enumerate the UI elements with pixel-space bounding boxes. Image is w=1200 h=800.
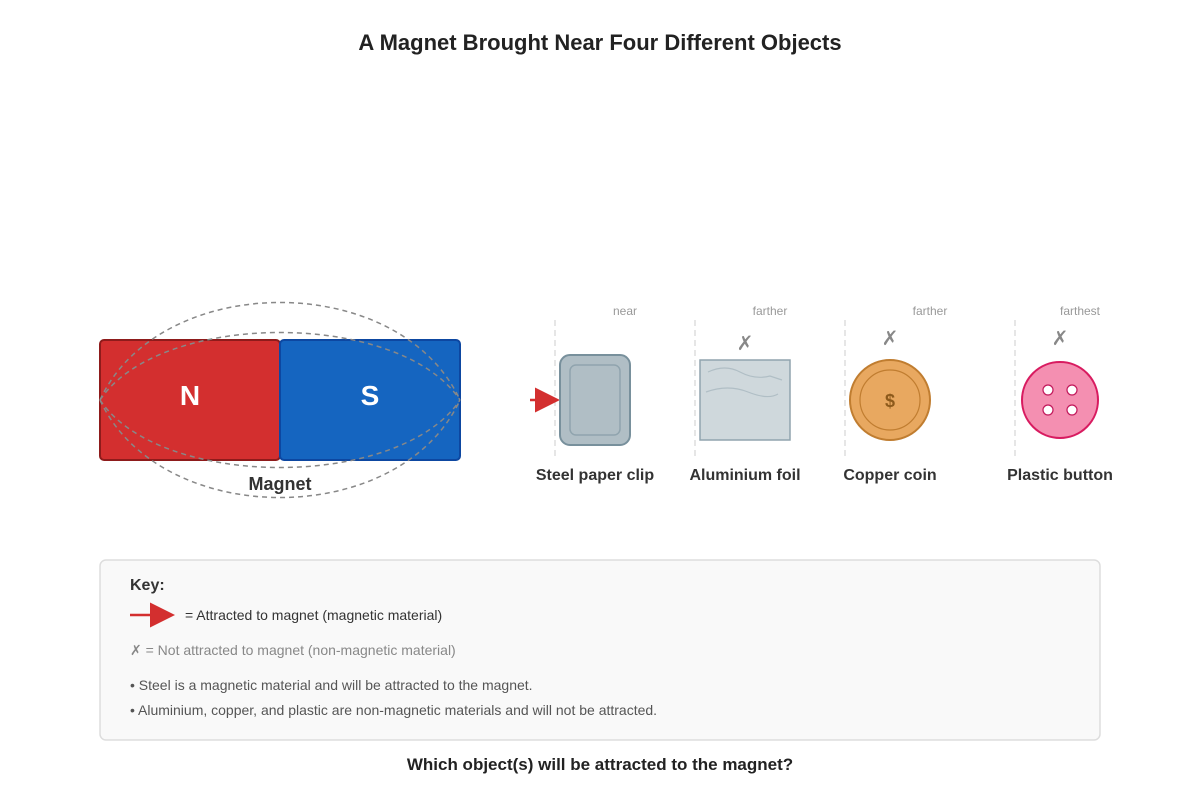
object-copper-coin: farther ✗ $ Copper coin (843, 304, 947, 484)
key-note: • Steel is a magnetic material and will … (130, 677, 533, 693)
distance-label: farther (753, 304, 788, 318)
button-icon (1021, 361, 1099, 439)
object-label: Copper coin (843, 467, 936, 484)
object-steel-paper-clip: near Steel paper clip (530, 304, 654, 484)
foil-icon (699, 359, 791, 441)
question-text: Which object(s) will be attracted to the… (407, 755, 793, 774)
object-label: Steel paper clip (536, 467, 654, 484)
distance-label: farthest (1060, 304, 1101, 318)
paper-clip-icon (559, 354, 631, 446)
key-not-attracted-text: ✗ = Not attracted to magnet (non-magneti… (130, 642, 456, 658)
diagram-title: A Magnet Brought Near Four Different Obj… (358, 30, 841, 55)
object-plastic-button: farthest ✗ Plastic button (1007, 304, 1113, 484)
key-attracted-text: = Attracted to magnet (magnetic material… (185, 607, 442, 623)
south-pole-label: S (361, 380, 380, 411)
key-title: Key: (130, 577, 165, 594)
distance-label: near (613, 304, 637, 318)
coin-symbol: $ (885, 391, 895, 411)
north-pole-label: N (180, 380, 200, 411)
not-attracted-mark: ✗ (737, 333, 754, 355)
magnet: N S Magnet (99, 301, 461, 499)
object-label: Aluminium foil (689, 467, 800, 484)
object-aluminium-foil: farther ✗ Aluminium foil (689, 304, 800, 484)
key-note: • Aluminium, copper, and plastic are non… (130, 702, 657, 718)
coin-icon: $ (849, 359, 931, 441)
magnet-label: Magnet (249, 474, 312, 494)
not-attracted-mark: ✗ (882, 328, 899, 350)
distance-label: farther (913, 304, 948, 318)
not-attracted-mark: ✗ (1052, 328, 1069, 350)
magnetic-field-lines (99, 301, 461, 499)
key-box: Key: = Attracted to magnet (magnetic mat… (99, 559, 1101, 741)
object-label: Plastic button (1007, 467, 1113, 484)
